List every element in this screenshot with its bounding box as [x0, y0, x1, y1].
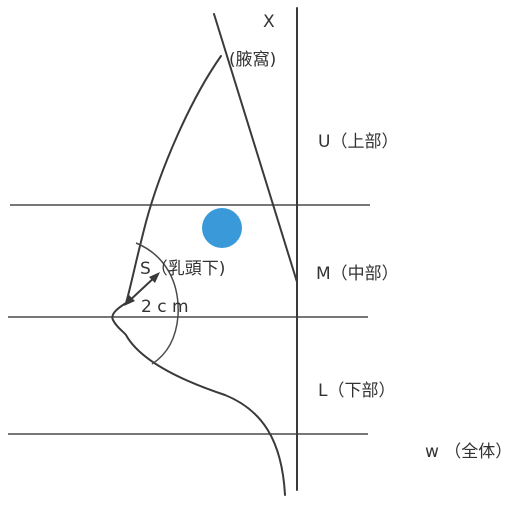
- label-axilla: (腋窩): [229, 50, 277, 70]
- label-middle: M（中部）: [316, 264, 399, 284]
- label-subareolar: S（乳頭下): [140, 259, 226, 279]
- distance-arrow-head-upper: [149, 272, 160, 283]
- label-lower: L（下部）: [318, 381, 396, 401]
- label-x: X: [263, 12, 275, 32]
- label-distance: 2 c m: [141, 297, 189, 317]
- label-upper: U（上部）: [318, 132, 399, 152]
- subareolar-arc: [135, 242, 179, 365]
- axillary-diagonal-line: [213, 13, 298, 283]
- distance-arrow-head-lower: [124, 295, 135, 306]
- label-whole: w （全体）: [425, 442, 513, 462]
- lesion-marker: [202, 208, 242, 248]
- breast-contour: [111, 55, 286, 496]
